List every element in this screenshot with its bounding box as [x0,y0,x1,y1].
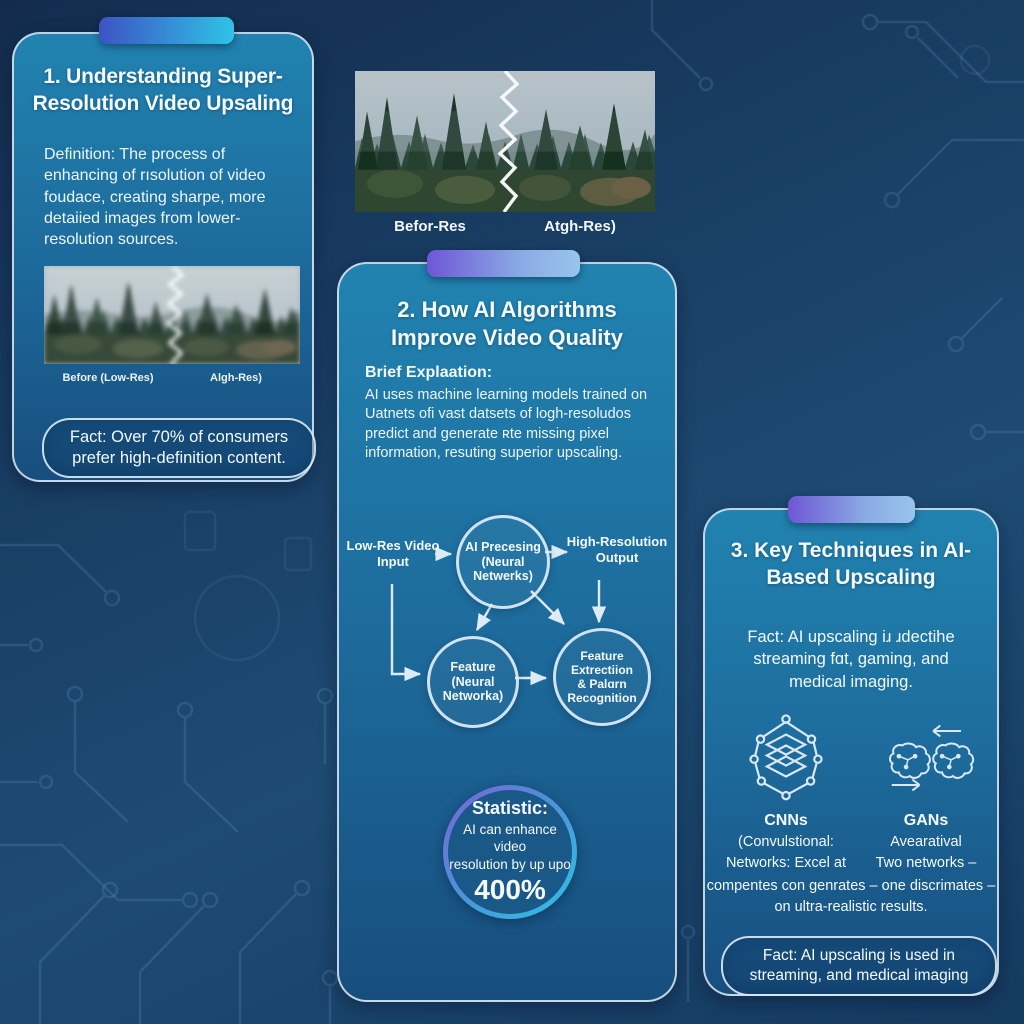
card-key-techniques: 3. Key Techniques in AI-Based Upscaling … [703,496,999,996]
statistic-line1: AI can enhance video [463,821,557,855]
cnn-line2: Networks: Excel at [725,855,847,871]
gan-line1: Avearatival [890,834,962,850]
statistic-label: Statistic: [471,797,549,818]
flow-diagram: Low-Res Video Input AI Precesing (Neural… [339,502,675,760]
top-image-label-left: Befor-Res [394,218,466,235]
card2-header-pill [427,250,580,277]
gan-line2: Two networks – [875,855,977,871]
cnn-line1: (Convulstional: [738,834,834,850]
card1-image-label-right: Algh-Res) [210,372,262,384]
gan-name: GANs [903,812,949,829]
flow-arrows [390,544,607,686]
flow-node-ai-processing: AI Precesing (Neural Netwerks) [456,515,550,609]
card3-fact-top: Fact: AI upscaling iɹ ɹdectihe streaming… [747,628,955,691]
before-after-image-sharp [355,71,655,212]
card-understanding-super-resolution: 1. Understanding Super-Resolution Video … [12,17,316,482]
card1-definition: Definition: The process of enhancing of … [44,146,266,249]
card2-title: 2. How AI Algorithms Improve Video Quali… [391,297,623,350]
forest-photo-sharp [355,71,655,212]
top-image-labels: Befor-Res Atgh-Res) [355,218,655,235]
statistic-line2: resolution by up upo [449,856,571,872]
card1-image-label-left: Before (Low-Res) [62,372,154,384]
techniques-merge-line1: compentes con genrates – one discrimates… [706,878,996,894]
card1-image-labels: Before (Low-Res) Algh-Res) [44,372,300,384]
flow-output-label: High-Resolution Output [566,534,668,565]
card1-fact-box: Fact: Over 70% of consumers prefer high-… [42,418,316,478]
card3-title: 3. Key Techniques in AI-Based Upscaling [730,539,972,589]
flow-node-feature: Feature (Neural Networka) [427,636,519,728]
statistic-value: 400% [474,874,546,906]
card-how-ai-algorithms: 2. How AI Algorithms Improve Video Quali… [337,250,677,1002]
cnn-name: CNNs [764,812,808,829]
card3-fact-text: Fact: AI upscaling is used in streaming,… [749,947,969,984]
top-image-label-right: Atgh-Res) [544,218,616,235]
gan-icon [889,724,975,792]
forest-photo-blurry [44,266,300,364]
statistic-content: Statistic: AI can enhance video resoluti… [448,790,572,914]
flow-node-extraction: Feature Extrectiion & Palɑrn Recognition [553,628,651,726]
card2-brief-label: Brief Explaation: [365,364,493,381]
before-after-image-blurry [44,266,300,364]
flow-input-label: Low-Res Video Input [346,538,440,569]
card1-title: 1. Understanding Super-Resolution Video … [32,65,294,115]
statistic-circle: Statistic: AI can enhance video resoluti… [443,785,577,919]
card1-header-pill [99,17,234,44]
card2-explanation: AI uses machine learning models trained … [365,387,648,461]
cnn-icon [749,714,823,801]
card1-fact-text: Fact: Over 70% of consumers prefer high-… [69,428,289,467]
techniques-merge-line2: on ultra-realistic results. [774,899,928,915]
card3-header-pill [788,496,915,523]
card3-fact-box: Fact: AI upscaling is used in streaming,… [721,936,997,996]
